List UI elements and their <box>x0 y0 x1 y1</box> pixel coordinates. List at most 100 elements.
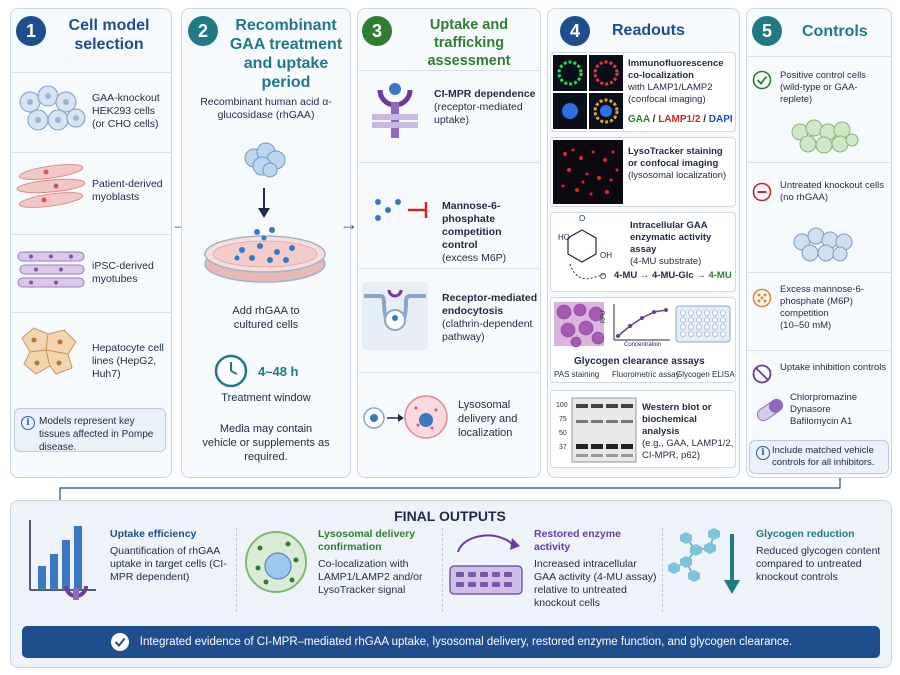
output-3-sub: Increased intracellular GAA activity (4-… <box>534 558 658 610</box>
step-number-2: 2 <box>188 16 218 46</box>
equation-product: 4-MU <box>708 270 731 281</box>
info-icon: i <box>21 416 35 430</box>
channel-separator: / <box>653 114 656 125</box>
channel-separator: / <box>703 114 706 125</box>
final-outputs-title: FINAL OUTPUTS <box>0 508 900 524</box>
m6p-dots-icon <box>752 288 772 308</box>
cell-model-hek293: GAA-knockout HEK293 cells (or CHO cells) <box>92 92 168 131</box>
panel-1-note-text: Models represent key tissues affected in… <box>39 416 153 453</box>
cimpr-sub: (receptor-mediated uptake) <box>434 101 523 126</box>
output-2-title: Lysosomal delivery confirmation <box>318 528 415 553</box>
panel-5-note: i Include matched vehicle controls for a… <box>749 440 889 474</box>
mw-marker-100: 100 <box>556 402 568 409</box>
wb-title: Western blot or biochemical analysis <box>642 402 712 437</box>
chem-oh-label: OH <box>600 251 612 260</box>
knockout-cells-icon <box>792 226 858 262</box>
western-readout-text: Western blot or biochemical analysis(e.g… <box>642 402 734 462</box>
if-title: Immunofluorescence co-localization <box>628 58 724 81</box>
lysosome-cell-icon <box>244 530 308 594</box>
elisa-plate-icon <box>676 306 730 342</box>
panel-5-header: 5 Controls <box>752 16 888 46</box>
rhgaa-protein-icon <box>240 140 290 180</box>
myotubes-icon <box>16 248 86 292</box>
m6p-sub: (excess M6P) <box>442 252 506 264</box>
step-number-5: 5 <box>752 16 782 46</box>
m6p-control: Excess mannose-6-phosphate (M6P) competi… <box>780 284 890 332</box>
if-microscopy-icon <box>553 55 623 129</box>
check-circle-icon <box>752 70 772 90</box>
output-2-sub: Co-localization with LAMP1/LAMP2 and/or … <box>318 558 436 597</box>
gaa-assay-readout-text: Intracellular GAA enzymatic activity ass… <box>630 220 734 268</box>
elisa-label: Glycogen ELISA <box>676 370 735 379</box>
rfu-axis-label: RFU <box>601 311 607 323</box>
connector-bracket <box>60 478 840 502</box>
endocytosis-icon <box>362 282 428 350</box>
positive-control: Positive control cells (wild-type or GAA… <box>780 70 888 106</box>
integrated-evidence-banner: Integrated evidence of CI-MPR–mediated r… <box>22 626 880 658</box>
media-note: Media may contain vehicle or supplements… <box>202 422 330 464</box>
step-number-3: 3 <box>362 16 392 46</box>
capsule-icon <box>752 398 788 422</box>
hek293-cells-icon <box>18 82 88 137</box>
panel-4-header: 4 Readouts <box>560 16 730 46</box>
wb-sub: (e.g., GAA, LAMP1/2, CI-MPR, p62) <box>642 438 733 461</box>
lysosomal-delivery: Lysosomal delivery and localization <box>458 398 538 440</box>
dapi-channel: DAPI <box>709 114 733 125</box>
chem-o1-label: O <box>579 214 585 223</box>
concentration-axis-label: Concentration <box>624 342 661 348</box>
ci-mpr-receptor-icon <box>370 80 420 144</box>
pas-label: PAS staining <box>554 370 599 379</box>
myoblasts-icon <box>16 162 86 212</box>
output-3-title: Restored enzyme activity <box>534 528 621 553</box>
western-blot-image-icon <box>572 398 636 462</box>
mw-marker-37: 37 <box>559 444 567 451</box>
glycogen-molecule-icon <box>666 524 746 596</box>
output-1-title: Uptake efficiency <box>110 528 196 540</box>
mw-marker-75: 75 <box>559 416 567 423</box>
step-number-1: 1 <box>16 16 46 46</box>
panel-4-title: Readouts <box>612 21 685 40</box>
positive-control-title: Positive control cells <box>780 70 866 81</box>
panel-1-title: Cell model selection <box>54 16 164 54</box>
lyso-title: LysoTracker staining or confocal imaging <box>628 146 723 169</box>
gaa-channel: GAA <box>628 114 650 125</box>
positive-control-sub: (wild-type or GAA-replete) <box>780 82 858 105</box>
cimpr-title: CI-MPR dependence <box>434 88 536 100</box>
fluorometric-label: Fluorometric assay <box>612 370 680 379</box>
treatment-duration: 4–48 h <box>258 364 298 379</box>
glycogen-assays-title: Glycogen clearance assays <box>574 356 705 367</box>
check-badge-icon <box>110 632 130 652</box>
panel-5-title: Controls <box>802 22 868 41</box>
lyso-sub: (lysosomal localization) <box>628 170 726 181</box>
assay-sub: (4-MU substrate) <box>630 256 701 267</box>
m6p-control-title: Excess mannose-6-phosphate (M6P) competi… <box>780 284 864 319</box>
lysosomal-title: Lysosomal delivery and localization <box>458 399 517 439</box>
rhgaa-label: Recombinant human acid α-glucosidase (rh… <box>196 96 336 122</box>
down-arrow-icon <box>258 188 270 218</box>
m6p-control-sub: (10–50 mM) <box>780 320 831 331</box>
hepatocytes-icon <box>18 324 84 376</box>
panel-2-title: Recombinant GAA treatment and uptake per… <box>226 16 346 92</box>
receptor-endocytosis: Receptor-mediated endocytosis(clathrin-d… <box>442 292 538 344</box>
chem-o2-label: O <box>600 272 606 281</box>
cell-model-myoblasts: Patient-derived myoblasts <box>92 178 168 204</box>
equation-left: 4-MU → 4-MU-Glc → <box>614 270 706 281</box>
untreated-sub: (no rhGAA) <box>780 192 828 203</box>
cell-model-hepatocytes: Hepatocyte cell lines (HepG2, Huh7) <box>92 342 168 381</box>
step-number-4: 4 <box>560 16 590 46</box>
panel-3-title: Uptake and trafficking assessment <box>400 16 538 70</box>
inhibition-control-title: Uptake inhibition controls <box>780 362 888 374</box>
output-1-sub: Quantification of rhGAA uptake in target… <box>110 545 230 584</box>
if-channel-legend: GAA / LAMP1/2 / DAPI <box>628 114 733 125</box>
lysotracker-readout-text: LysoTracker staining or confocal imaging… <box>628 146 734 182</box>
arrow-2-to-3: → <box>340 214 358 235</box>
untreated-title: Untreated knockout cells <box>780 180 884 191</box>
banner-text: Integrated evidence of CI-MPR–mediated r… <box>140 636 792 648</box>
endocytosis-title: Receptor-mediated endocytosis <box>442 292 537 317</box>
4mu-equation: 4-MU → 4-MU-Glc → 4-MU <box>614 270 732 281</box>
panel-1-header: 1 Cell model selection <box>16 16 170 54</box>
if-readout-text: Immunofluorescence co-localizationwith L… <box>628 58 734 106</box>
inhibitor-list: Chlorpromazine Dynasore Bafilomycin A1 <box>790 392 888 428</box>
